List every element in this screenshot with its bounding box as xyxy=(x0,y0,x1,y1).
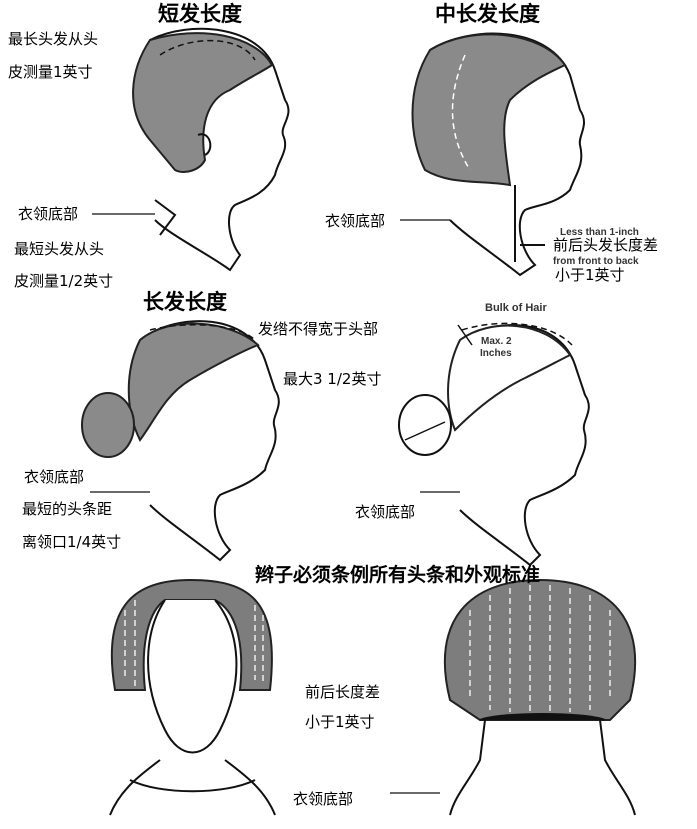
braids-diff-label-1: 前后长度差 xyxy=(305,683,381,701)
max-2-label-2: Inches xyxy=(480,348,512,359)
medium-diff-label-1: 前后头发长度差 xyxy=(553,236,659,254)
medium-hair-title: 中长发长度 xyxy=(435,2,540,26)
braids-front-illustration xyxy=(109,578,276,816)
short-collar-label: 衣领底部 xyxy=(18,205,79,223)
long-right-collar-label: 衣领底部 xyxy=(355,503,416,521)
bulk-of-hair-label: Bulk of Hair xyxy=(485,302,547,314)
pointer-lines xyxy=(90,213,460,794)
medium-en-label-3: from front to back xyxy=(553,256,639,267)
medium-collar-label: 衣领底部 xyxy=(325,212,386,230)
short-hair-head-illustration xyxy=(132,27,290,272)
long-collar-label: 衣领底部 xyxy=(24,468,85,486)
long-hair-bulk-head-illustration xyxy=(398,322,590,567)
long-shortest-label-1: 最短的头条距 xyxy=(22,500,113,518)
long-bulk-rule-label: 发绺不得宽于头部 xyxy=(258,320,379,338)
max-bun-label: 最大3 1/2英寸 xyxy=(283,370,382,388)
long-shortest-label-2: 离领口1/4英寸 xyxy=(22,533,122,551)
short-longest-label-1: 最长头发从头 xyxy=(8,30,99,48)
short-shortest-label-1: 最短头发从头 xyxy=(14,240,105,258)
long-hair-title: 长发长度 xyxy=(143,290,227,314)
braids-diff-label-2: 小于1英寸 xyxy=(305,713,375,731)
short-longest-label-2: 皮测量1英寸 xyxy=(8,63,93,81)
medium-hair-head-illustration xyxy=(411,32,585,277)
braids-back-illustration xyxy=(443,578,637,816)
short-shortest-label-2: 皮测量1/2英寸 xyxy=(14,272,114,290)
braids-collar-label: 衣领底部 xyxy=(293,790,354,808)
medium-diff-label-2: 小于1英寸 xyxy=(555,266,625,284)
max-2-label-1: Max. 2 xyxy=(481,336,512,347)
short-hair-title: 短发长度 xyxy=(158,2,242,26)
long-hair-bun-head-illustration xyxy=(81,320,280,562)
braids-title: 辫子必须条例所有头条和外观标准 xyxy=(255,564,541,586)
medium-en-label-1: Less than 1-inch xyxy=(560,227,639,238)
